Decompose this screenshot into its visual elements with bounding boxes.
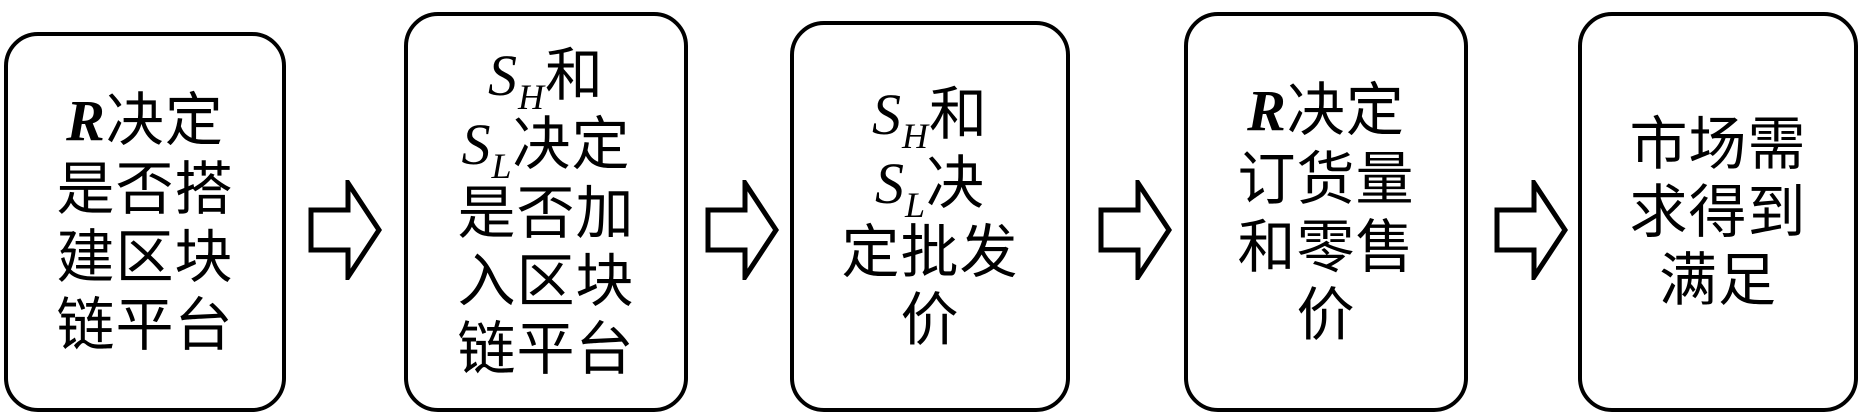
step-1-line-1: R决定 xyxy=(66,85,224,154)
step-5-line-1: 市场需 xyxy=(1629,110,1807,178)
arrow-right-icon xyxy=(308,180,382,280)
step-5-line-2: 求得到 xyxy=(1629,178,1807,246)
step-3-line-3: 定批发 xyxy=(841,217,1019,286)
step-4-line-2: 订货量 xyxy=(1237,144,1415,213)
step-2-line-4: 入区块 xyxy=(457,247,635,315)
step-3-line-4: 价 xyxy=(900,285,960,354)
arrow-right-icon xyxy=(1494,180,1568,280)
step-2-line-3: 是否加 xyxy=(457,179,635,247)
step-4-line-4: 价 xyxy=(1296,280,1356,349)
step-2-line-1: SH和 xyxy=(487,41,604,117)
step-4-line-1: R决定 xyxy=(1247,75,1405,144)
step-1-line-4: 链平台 xyxy=(56,290,234,359)
step-1-box: R决定 是否搭 建区块 链平台 xyxy=(4,32,286,412)
step-3-line-2: SL决 xyxy=(874,148,986,225)
step-2-line-2: SL决定 xyxy=(461,110,631,186)
step-2-box: SH和 SL决定 是否加 入区块 链平台 xyxy=(404,12,688,412)
step-3-box: SH和 SL决 定批发 价 xyxy=(790,21,1070,412)
step-5-box: 市场需 求得到 满足 xyxy=(1578,12,1858,412)
arrow-right-icon xyxy=(1098,180,1172,280)
arrow-right-icon xyxy=(705,180,779,280)
step-1-line-3: 建区块 xyxy=(56,222,234,291)
step-5-line-3: 满足 xyxy=(1658,246,1777,314)
step-4-box: R决定 订货量 和零售 价 xyxy=(1184,12,1468,412)
step-2-line-5: 链平台 xyxy=(457,315,635,383)
step-1-line-2: 是否搭 xyxy=(56,154,234,223)
step-4-line-3: 和零售 xyxy=(1237,212,1415,281)
step-3-line-1: SH和 xyxy=(871,79,988,156)
